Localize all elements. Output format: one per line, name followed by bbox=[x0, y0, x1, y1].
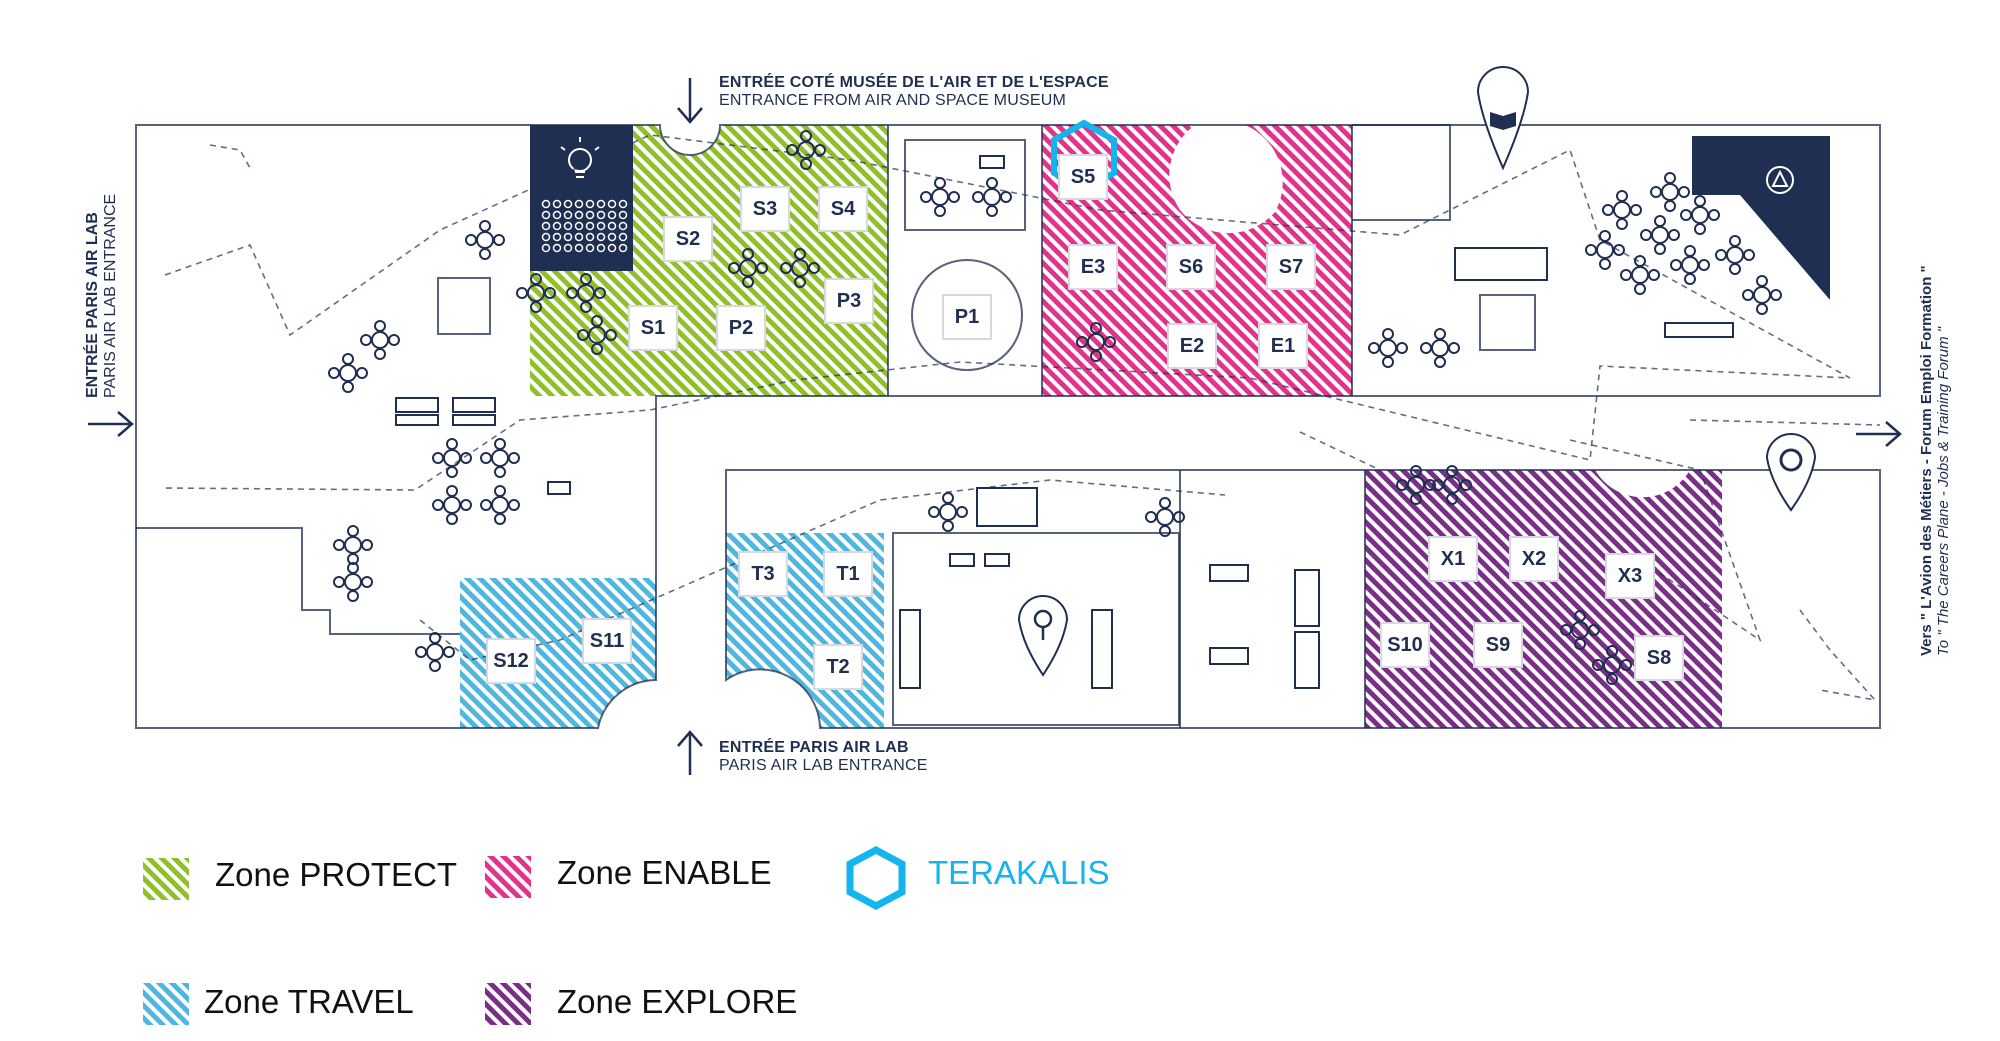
booth-s1[interactable]: S1 bbox=[628, 305, 678, 351]
booth-p3[interactable]: P3 bbox=[824, 278, 874, 324]
entrance-right-line1: Vers " L'Avion des Métiers - Forum Emplo… bbox=[1918, 265, 1935, 656]
booth-s3[interactable]: S3 bbox=[740, 186, 790, 232]
legend-protect: Zone PROTECT bbox=[189, 856, 457, 894]
legend-enable: Zone ENABLE bbox=[531, 854, 772, 892]
entrance-left: ENTRÉE PARIS AIR LAB PARIS AIR LAB ENTRA… bbox=[84, 194, 120, 398]
booth-p2[interactable]: P2 bbox=[716, 305, 766, 351]
map-pin-icon bbox=[1017, 595, 1069, 677]
booth-t3[interactable]: T3 bbox=[738, 551, 788, 597]
booth-s4[interactable]: S4 bbox=[818, 186, 868, 232]
dark-block-right bbox=[1692, 136, 1830, 300]
booth-s9[interactable]: S9 bbox=[1473, 622, 1523, 668]
booth-p1[interactable]: P1 bbox=[942, 294, 992, 340]
legend-explore: Zone EXPLORE bbox=[531, 983, 797, 1021]
seating-dots bbox=[541, 199, 628, 253]
booth-x2[interactable]: X2 bbox=[1509, 536, 1559, 582]
dark-block-left bbox=[530, 125, 633, 271]
legend-swatches bbox=[143, 846, 906, 1025]
entrance-bottom-line1: ENTRÉE PARIS AIR LAB bbox=[719, 739, 909, 756]
booth-x3[interactable]: X3 bbox=[1605, 553, 1655, 599]
booth-s6[interactable]: S6 bbox=[1166, 244, 1216, 290]
booth-s10[interactable]: S10 bbox=[1380, 622, 1430, 668]
arrow-down-icon bbox=[677, 78, 703, 124]
booth-x1[interactable]: X1 bbox=[1428, 536, 1478, 582]
legend-swatch-enable bbox=[485, 856, 531, 898]
entrance-top: ENTRÉE COTÉ MUSÉE DE L'AIR ET DE L'ESPAC… bbox=[719, 74, 1109, 110]
entrance-top-line2: ENTRANCE FROM AIR AND SPACE MUSEUM bbox=[719, 92, 1066, 109]
booth-e1[interactable]: E1 bbox=[1258, 323, 1308, 369]
legend-label-protect: Zone PROTECT bbox=[215, 856, 458, 893]
booth-s12[interactable]: S12 bbox=[486, 638, 536, 684]
entrance-left-line1: ENTRÉE PARIS AIR LAB bbox=[84, 212, 101, 398]
legend-swatch-explore bbox=[485, 983, 531, 1025]
booth-s5[interactable]: S5 bbox=[1058, 154, 1108, 200]
book-icon bbox=[1476, 66, 1530, 171]
arrow-right-icon bbox=[88, 411, 134, 437]
legend-swatch-protect bbox=[143, 858, 189, 900]
entrance-bottom-line2: PARIS AIR LAB ENTRANCE bbox=[719, 757, 928, 774]
zone-travel-area bbox=[460, 533, 884, 728]
booth-s8[interactable]: S8 bbox=[1634, 635, 1684, 681]
legend-label-terakalis: TERAKALIS bbox=[928, 854, 1110, 891]
entrance-bottom: ENTRÉE PARIS AIR LAB PARIS AIR LAB ENTRA… bbox=[719, 739, 928, 775]
booth-s7[interactable]: S7 bbox=[1266, 244, 1316, 290]
lightbulb-icon bbox=[560, 137, 600, 178]
legend-swatch-terakalis bbox=[846, 846, 906, 910]
legend-swatch-travel bbox=[143, 983, 189, 1025]
legend-travel: Zone TRAVEL bbox=[178, 983, 414, 1021]
booth-s2[interactable]: S2 bbox=[663, 216, 713, 262]
legend-label-explore: Zone EXPLORE bbox=[557, 983, 798, 1020]
entrance-top-line1: ENTRÉE COTÉ MUSÉE DE L'AIR ET DE L'ESPAC… bbox=[719, 74, 1109, 91]
entrance-right-line2: To " The Careers Plane - Jobs & Training… bbox=[1935, 326, 1952, 656]
zone-explore-area bbox=[1365, 470, 1722, 728]
arrow-right-exit-icon bbox=[1856, 421, 1902, 447]
legend-label-travel: Zone TRAVEL bbox=[204, 983, 414, 1020]
aircraft-silhouette-lines bbox=[162, 134, 1881, 702]
booth-t1[interactable]: T1 bbox=[823, 551, 873, 597]
entrance-right: Vers " L'Avion des Métiers - Forum Emplo… bbox=[1918, 265, 1952, 656]
arrow-up-icon bbox=[677, 730, 703, 775]
booth-s11[interactable]: S11 bbox=[582, 618, 632, 664]
legend-label-enable: Zone ENABLE bbox=[557, 854, 772, 891]
building-outline bbox=[135, 124, 1881, 729]
furniture bbox=[328, 130, 1782, 689]
target-icon bbox=[1766, 166, 1794, 194]
booth-e3[interactable]: E3 bbox=[1068, 244, 1118, 290]
booth-t2[interactable]: T2 bbox=[813, 644, 863, 690]
booth-e2[interactable]: E2 bbox=[1167, 323, 1217, 369]
legend-terakalis: TERAKALIS bbox=[902, 854, 1110, 892]
ring-icon bbox=[1765, 433, 1817, 512]
entrance-left-line2: PARIS AIR LAB ENTRANCE bbox=[102, 193, 119, 398]
